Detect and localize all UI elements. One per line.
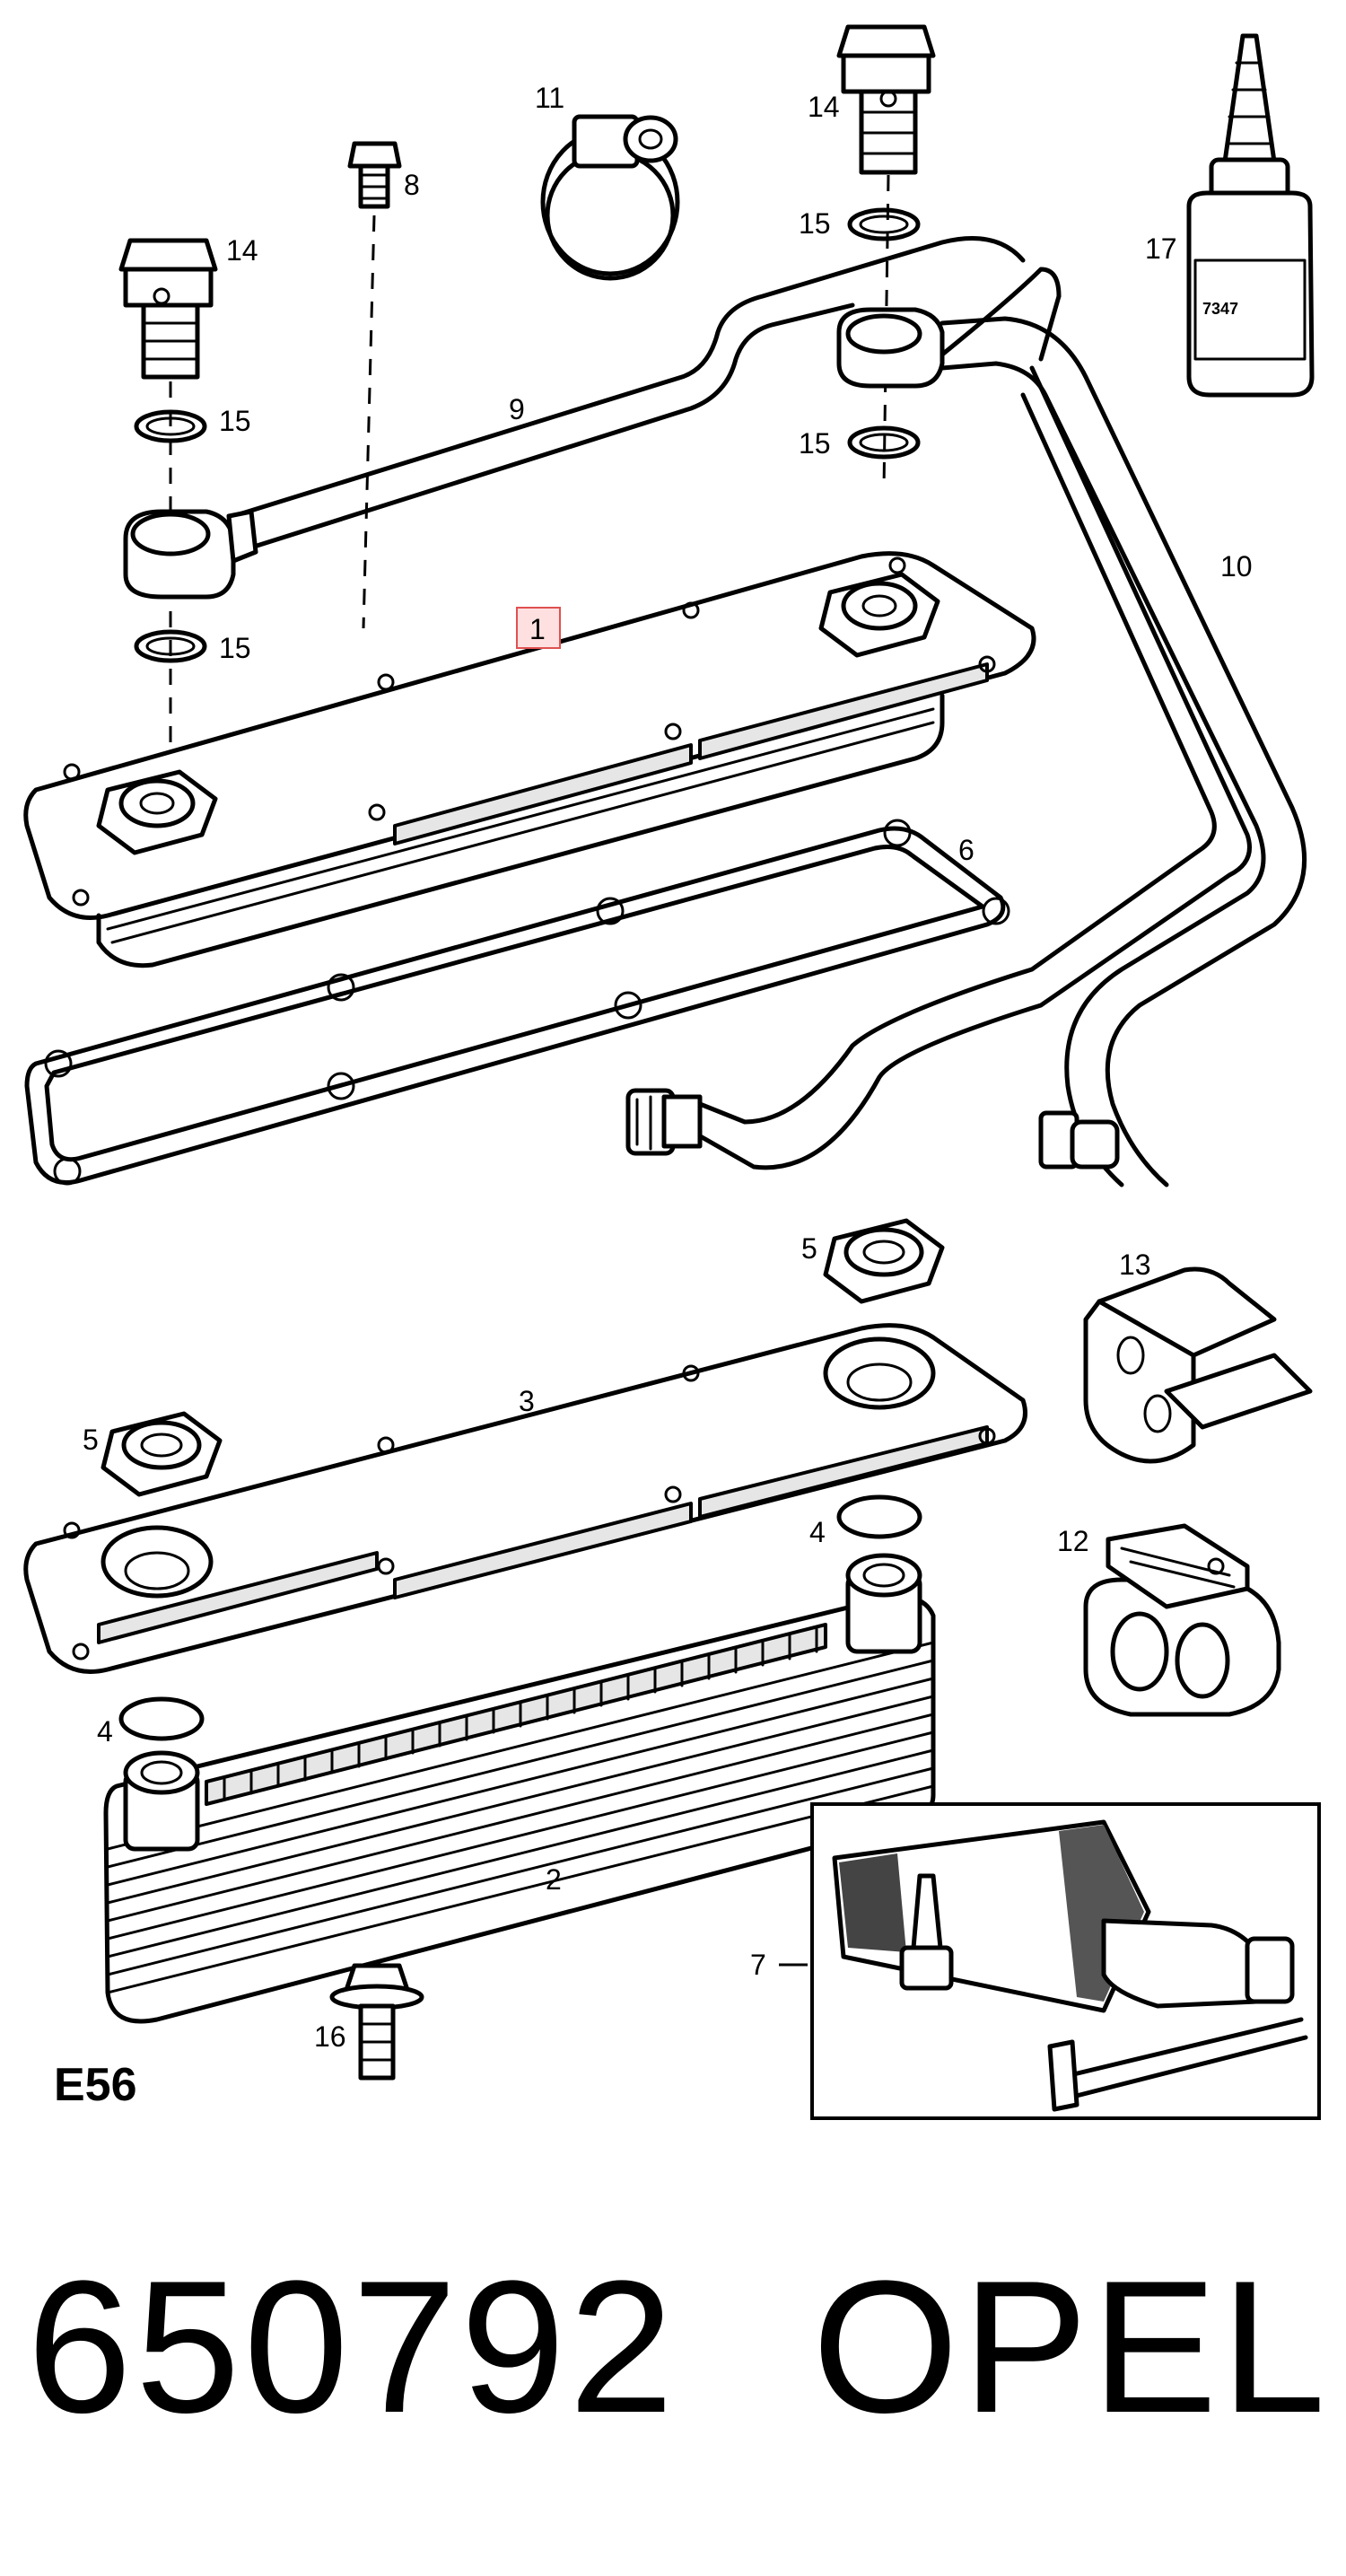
repair-kit <box>810 1802 1321 2120</box>
intermediate-plate <box>23 1323 1027 1674</box>
sheet-code: E56 <box>54 2059 137 2111</box>
oil-cooler-cover <box>23 551 1036 968</box>
callout-15-top-left: 15 <box>219 405 251 437</box>
callout-5-left: 5 <box>83 1424 99 1456</box>
callout-3: 3 <box>519 1385 535 1417</box>
small-bolt <box>347 141 402 629</box>
callout-11: 11 <box>535 82 564 114</box>
callout-16: 16 <box>314 2020 346 2053</box>
brand-name: OPEL <box>812 2241 1330 2452</box>
bottle-label: 7347 <box>1202 300 1238 318</box>
callout-17: 17 <box>1145 232 1177 265</box>
o-rings <box>118 1494 922 1741</box>
clip-13 <box>1083 1266 1313 1464</box>
callout-9: 9 <box>509 393 525 425</box>
callout-15-top-right: 15 <box>799 207 831 240</box>
part-number: 650792 <box>27 2241 677 2452</box>
callout-2: 2 <box>546 1863 562 1896</box>
hose-clamp <box>540 114 680 281</box>
callout-1-highlight <box>516 607 561 649</box>
callout-15-bottom-left: 15 <box>219 632 251 664</box>
callout-5-right: 5 <box>801 1232 817 1265</box>
banjo-bolt-left <box>118 238 218 781</box>
callout-10: 10 <box>1220 550 1253 583</box>
callout-4-right: 4 <box>809 1516 826 1548</box>
callout-14-right: 14 <box>808 91 840 123</box>
oil-pipe-long <box>625 267 1307 1187</box>
callout-12: 12 <box>1057 1525 1089 1557</box>
oil-cooler-core <box>103 1553 936 2024</box>
clip-12 <box>1083 1523 1281 1717</box>
sealant-bottle: 7347 <box>1186 33 1315 398</box>
banjo-bolt-right <box>836 24 936 490</box>
callout-14-left: 14 <box>226 234 258 267</box>
oil-pipe-upper <box>123 236 1026 600</box>
callout-15-bottom-right: 15 <box>799 427 831 460</box>
callout-7: 7 <box>750 1949 766 1981</box>
callout-labels: 1 2 3 4 4 5 5 6 7 8 9 10 11 12 13 14 14 … <box>54 82 1253 2111</box>
hex-nuts <box>101 1218 945 1497</box>
callout-13: 13 <box>1119 1249 1151 1281</box>
callout-1: 1 <box>529 613 546 645</box>
callout-4-left: 4 <box>97 1715 113 1748</box>
mounting-bolt <box>329 1963 424 2081</box>
cover-gasket <box>24 819 1010 1186</box>
callout-8: 8 <box>404 169 420 201</box>
callout-6: 6 <box>958 834 975 866</box>
sealing-washers <box>134 207 921 663</box>
